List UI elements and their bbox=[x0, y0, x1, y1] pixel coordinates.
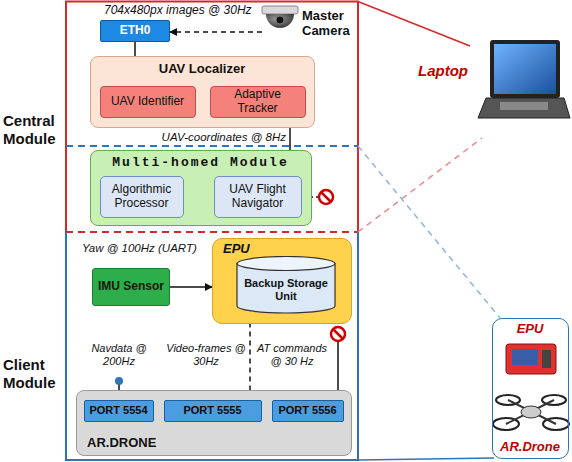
signal-label: Yaw @ 100Hz (UART) bbox=[82, 242, 197, 256]
camera-icon bbox=[262, 6, 298, 28]
port-box: PORT 5556 bbox=[272, 400, 344, 422]
node-text: AR.Drone bbox=[493, 440, 567, 455]
node-title: Multi-homed Module bbox=[91, 156, 310, 171]
connector bbox=[289, 128, 291, 150]
module-label: Central Module bbox=[3, 112, 65, 148]
connector bbox=[170, 286, 212, 288]
central-region bbox=[66, 2, 482, 233]
cylinder-top bbox=[237, 257, 335, 271]
node-title: AR.DRONE bbox=[87, 436, 207, 451]
port-box: ETH0 bbox=[100, 20, 170, 42]
node-title: UAV Localizer bbox=[91, 62, 313, 77]
node-text: PORT 5554 bbox=[89, 404, 147, 417]
camera-node: Master Camera bbox=[262, 4, 356, 46]
photo-panel: EPU AR.Drone bbox=[492, 318, 569, 459]
node-text: ETH0 bbox=[120, 24, 151, 38]
port-box: PORT 5555 bbox=[164, 400, 262, 422]
node-text: PORT 5556 bbox=[278, 404, 336, 417]
signal-label: Video-frames @ 30Hz bbox=[166, 342, 246, 368]
node-title: Master Camera bbox=[302, 9, 356, 39]
epu-board-photo bbox=[506, 344, 556, 374]
module-box: UAV LocalizerUAV Identifier Adaptive Trac… bbox=[90, 56, 315, 128]
device-box: AR.DRONE PORT 5554 PORT 5555 PORT 5556 bbox=[76, 390, 352, 456]
node-text: IMU Sensor bbox=[98, 280, 164, 294]
signal-label: Navdata @ 200Hz bbox=[86, 342, 152, 368]
node-text: UAV Flight Navigator bbox=[219, 183, 297, 211]
node-title: EPU bbox=[493, 322, 567, 337]
process-box: Algorithmic Processor bbox=[100, 176, 184, 218]
module-box: Multi-homed ModuleAlgorithmic Processor U… bbox=[90, 150, 312, 226]
process-box: UAV Identifier bbox=[100, 86, 196, 118]
node-text: Algorithmic Processor bbox=[105, 183, 179, 211]
device-label: Laptop bbox=[418, 62, 468, 80]
module-label: Client Module bbox=[3, 356, 65, 392]
process-box: UAV Flight Navigator bbox=[214, 176, 302, 218]
node-text: Backup Storage Unit bbox=[240, 277, 332, 302]
connector bbox=[249, 314, 251, 400]
node-text: Adaptive Tracker bbox=[215, 88, 301, 116]
processor-box: EPU Backup Storage Unit bbox=[212, 238, 352, 324]
laptop-icon bbox=[478, 40, 570, 118]
signal-label: 704x480px images @ 30Hz bbox=[104, 3, 252, 17]
drone-photo bbox=[493, 395, 569, 430]
client-region bbox=[66, 146, 500, 460]
blocked-symbol bbox=[331, 327, 345, 399]
sensor-box: IMU Sensor bbox=[92, 268, 170, 306]
signal-label: UAV-coordinates @ 8Hz bbox=[144, 131, 288, 145]
signal-label: AT commands @ 30 Hz bbox=[255, 342, 329, 368]
port-box: PORT 5554 bbox=[84, 400, 154, 422]
node-text: PORT 5555 bbox=[183, 404, 241, 417]
connector bbox=[170, 31, 262, 33]
node-text: UAV Identifier bbox=[111, 95, 184, 109]
node-title: EPU bbox=[223, 242, 263, 257]
process-box: Adaptive Tracker bbox=[210, 86, 306, 118]
storage-cylinder: Backup Storage Unit bbox=[236, 256, 336, 314]
